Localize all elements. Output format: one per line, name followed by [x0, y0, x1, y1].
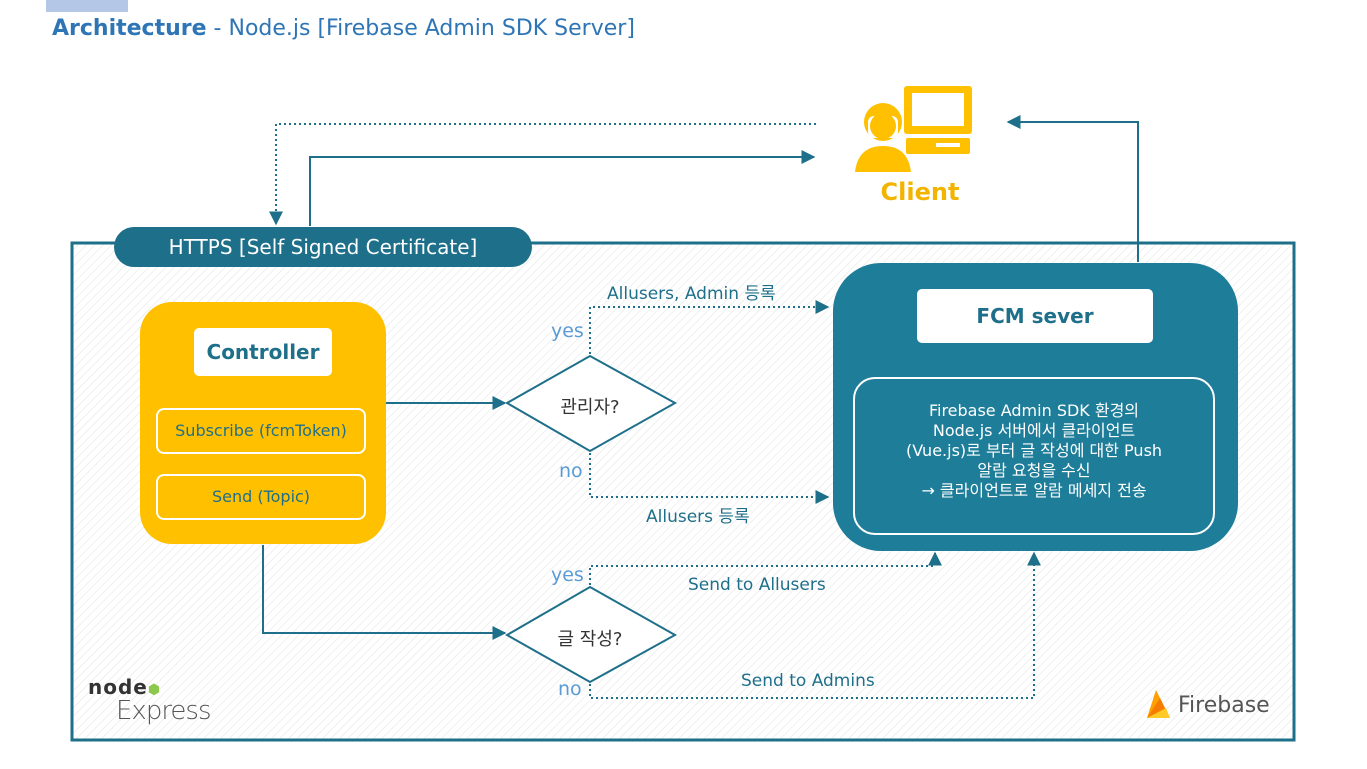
firebase-flame-icon — [1147, 690, 1170, 718]
admin-yes-label: yes — [551, 320, 584, 342]
fcm-server-title: FCM sever — [917, 289, 1153, 343]
client-response-dotted-arrow — [269, 123, 816, 226]
page-title-bold: Architecture — [52, 16, 207, 41]
post-yes-arrow — [589, 551, 942, 585]
admin-yes-arrow — [589, 300, 830, 354]
nodejs-hexagon-icon: ⬢ — [147, 682, 162, 698]
client-label: Client — [880, 178, 960, 206]
nodejs-logo: node⬢ — [88, 675, 161, 699]
post-no-action-label: Send to Admins — [741, 671, 875, 691]
post-decision-label: 글 작성? — [557, 629, 623, 650]
controller-to-post-decision-arrow — [262, 545, 507, 640]
admin-yes-action-label: Allusers, Admin 등록 — [607, 284, 776, 304]
post-no-arrow — [589, 551, 1041, 699]
controller-title: Controller — [194, 328, 332, 376]
fcm-server-panel: FCM sever Firebase Admin SDK 환경의 Node.js… — [833, 263, 1238, 551]
fcm-to-client-arrow — [1006, 115, 1139, 262]
fcm-description-line: Firebase Admin SDK 환경의 — [928, 401, 1140, 420]
admin-no-label: no — [559, 460, 583, 482]
fcm-description-line: (Vue.js)로 부터 글 작성에 대한 Push — [905, 441, 1163, 460]
post-no-label: no — [558, 678, 582, 700]
firebase-logo-text: Firebase — [1178, 693, 1270, 718]
https-to-client-arrow — [309, 150, 816, 226]
https-banner: HTTPS [Self Signed Certificate] — [114, 227, 532, 267]
page-title: Architecture - Node.js [Firebase Admin S… — [52, 16, 635, 41]
controller-panel: Controller Subscribe (fcmToken) Send (To… — [140, 302, 386, 544]
subscribe-endpoint: Subscribe (fcmToken) — [156, 408, 366, 454]
nodejs-logo-text: node — [88, 675, 148, 699]
post-decision-diamond — [504, 585, 678, 684]
admin-no-action-label: Allusers 등록 — [646, 507, 750, 527]
admin-decision-label: 관리자? — [560, 397, 620, 418]
post-yes-action-label: Send to Allusers — [688, 575, 826, 595]
fcm-server-description: Firebase Admin SDK 환경의 Node.js 서버에서 클라이언… — [853, 377, 1215, 535]
page-title-rest: - Node.js [Firebase Admin SDK Server] — [206, 16, 635, 41]
admin-decision-diamond — [504, 354, 678, 453]
user-computer-icon — [855, 86, 972, 172]
post-yes-label: yes — [551, 564, 584, 586]
fcm-description-line: → 클라이언트로 알람 메세지 전송 — [921, 481, 1147, 500]
title-accent-bar — [46, 0, 128, 12]
fcm-description-line: Node.js 서버에서 클라이언트 — [932, 421, 1136, 440]
fcm-description-line: 알람 요청을 수신 — [977, 461, 1091, 480]
express-logo: Express — [116, 696, 212, 726]
send-endpoint: Send (Topic) — [156, 474, 366, 520]
